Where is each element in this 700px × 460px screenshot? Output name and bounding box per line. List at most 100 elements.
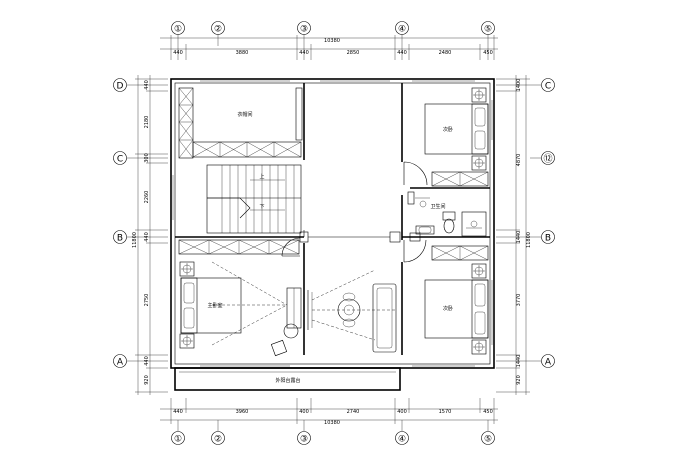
bottom-dimensions: 440 3960 400 2740 400 1570 450 10380 <box>160 398 498 426</box>
room-label-bathroom: 卫生间 <box>430 203 445 210</box>
svg-text:B: B <box>117 234 123 244</box>
interior-walls <box>175 83 490 355</box>
cloakroom: 衣帽间 <box>178 87 303 159</box>
dim-right-total: 11800 <box>526 232 532 248</box>
wardrobe-north <box>431 171 489 187</box>
dim-bottom-seg-3: 400 <box>299 409 309 415</box>
room-label-master-bedroom: 主卧室 <box>207 302 222 309</box>
nightstand-north-bottom <box>471 155 487 171</box>
bathroom: 卫生间 <box>407 191 487 242</box>
axis-bubble-left-a: A <box>113 354 168 368</box>
toilet <box>442 211 456 234</box>
svg-text:B: B <box>545 234 551 244</box>
svg-text:①: ① <box>174 25 182 35</box>
svg-text:C: C <box>545 82 551 92</box>
axis-bubble-bottom-2: ② <box>211 420 225 445</box>
axis-bubble-top-3: ③ <box>297 21 311 60</box>
vanity <box>415 225 435 235</box>
right-dimensions: 1400 4870 1440 3770 1440 920 11800 <box>496 75 532 395</box>
bedroom-south: 次卧 <box>403 239 489 355</box>
dim-bottom-seg-7: 450 <box>483 409 493 415</box>
svg-text:②: ② <box>214 25 222 35</box>
axis-bubble-top-4: ④ <box>395 21 409 60</box>
svg-text:④: ④ <box>398 25 406 35</box>
dim-top-seg-2: 3880 <box>236 50 249 56</box>
axis-bubble-bottom-5: ⑤ <box>481 420 495 445</box>
dim-left-seg-2: 2180 <box>144 116 150 129</box>
bed-south <box>424 279 489 339</box>
axis-bubble-bottom-4: ④ <box>395 420 409 445</box>
dim-right-seg-6: 920 <box>516 375 522 385</box>
svg-text:A: A <box>117 358 124 368</box>
nightstand-bottom <box>179 333 195 349</box>
axis-bubble-top-2: ② <box>211 21 225 46</box>
svg-text:⑫: ⑫ <box>543 154 552 165</box>
left-dimensions: 440 2180 300 2260 440 2750 440 920 11800 <box>132 75 168 395</box>
dim-left-seg-4: 2260 <box>144 191 150 204</box>
dim-bottom-seg-1: 440 <box>173 409 183 415</box>
svg-text:⑤: ⑤ <box>484 435 492 445</box>
dim-left-seg-6: 2750 <box>144 294 150 307</box>
svg-text:③: ③ <box>300 25 308 35</box>
axis-bubble-left-b: B <box>113 230 168 244</box>
left-axis-bubbles: D C B A <box>113 78 168 368</box>
svg-text:⑤: ⑤ <box>484 25 492 35</box>
top-axis-bubbles: ① ② ③ ④ ⑤ <box>171 21 495 60</box>
svg-text:C: C <box>117 155 123 165</box>
bedroom-north: 次卧 <box>403 87 489 187</box>
dim-top-seg-6: 2480 <box>439 50 452 56</box>
dim-top-total: 10380 <box>324 38 340 44</box>
svg-text:D: D <box>117 82 124 92</box>
dim-bottom-seg-6: 1570 <box>439 409 452 415</box>
axis-bubble-bottom-3: ③ <box>297 420 311 445</box>
room-label-bedroom-north: 次卧 <box>443 126 453 133</box>
staircase: 上 下 <box>206 164 302 234</box>
svg-text:A: A <box>545 358 552 368</box>
right-axis-bubbles: C ⑫ B A <box>496 78 555 368</box>
svg-text:③: ③ <box>300 435 308 445</box>
axis-bubble-right-b: B <box>496 230 555 244</box>
dim-bottom-seg-2: 3960 <box>236 409 249 415</box>
stair-up-label: 上 <box>259 173 264 180</box>
bottom-axis-bubbles: ① ② ③ ④ ⑤ <box>171 420 495 445</box>
corridor-wardrobe <box>178 237 301 257</box>
balcony: 外阳台露台 <box>174 367 401 391</box>
room-label-balcony: 外阳台露台 <box>275 377 300 384</box>
dim-right-seg-2: 4870 <box>516 154 522 167</box>
sofa <box>372 283 397 353</box>
nightstand-north-top <box>471 87 487 103</box>
dim-bottom-seg-5: 400 <box>397 409 407 415</box>
exterior-walls <box>170 78 495 369</box>
axis-bubble-right-12: ⑫ <box>530 151 555 165</box>
axis-bubble-top-5: ⑤ <box>481 21 495 60</box>
svg-text:①: ① <box>174 435 182 445</box>
axis-bubble-left-d: D <box>113 78 168 92</box>
dim-left-total: 11800 <box>132 232 138 248</box>
master-bed <box>180 277 242 334</box>
stair-down-label: 下 <box>259 204 264 210</box>
shower <box>461 211 487 237</box>
sitting-area <box>307 269 397 353</box>
dim-bottom-total: 10380 <box>324 420 340 426</box>
master-bedroom: 主卧室 <box>179 261 302 357</box>
dim-right-seg-4: 3770 <box>516 294 522 307</box>
wardrobe-south <box>431 245 489 261</box>
room-label-cloakroom: 衣帽间 <box>237 111 252 118</box>
room-label-bedroom-south: 次卧 <box>443 305 453 312</box>
axis-bubble-right-c: C <box>496 78 555 92</box>
nightstand-top <box>179 261 195 277</box>
dim-bottom-seg-4: 2740 <box>347 409 360 415</box>
axis-bubble-right-a: A <box>496 354 555 368</box>
top-dimensions: 10380 440 3880 440 2850 440 2480 450 <box>160 35 498 60</box>
svg-text:②: ② <box>214 435 222 445</box>
desk-chair <box>270 323 299 357</box>
dim-left-seg-8: 920 <box>144 375 150 385</box>
bed-north <box>424 103 489 155</box>
axis-bubble-top-1: ① <box>171 21 185 60</box>
axis-bubble-left-c: C <box>113 151 168 165</box>
nightstand-south-bottom <box>471 339 487 355</box>
dim-top-seg-4: 2850 <box>347 50 360 56</box>
nightstand-south-top <box>471 263 487 279</box>
axis-bubble-bottom-1: ① <box>171 420 185 445</box>
